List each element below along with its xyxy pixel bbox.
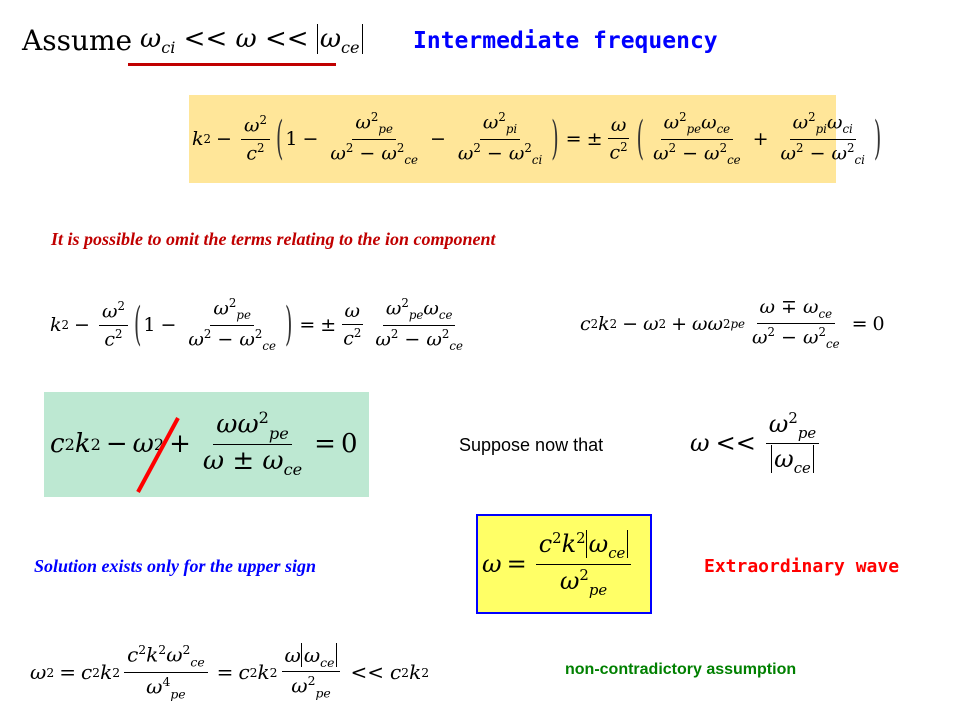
solution-note: Solution exists only for the upper sign <box>34 556 317 576</box>
extraordinary-wave-label: Extraordinary wave <box>704 556 900 577</box>
page-title: Intermediate frequency <box>413 28 718 54</box>
assumption-inequality: ωci << ω << ωce <box>140 24 363 57</box>
non-contradictory-note: non-contradictory assumption <box>565 661 797 678</box>
strike-through-mark <box>136 417 180 493</box>
assumption-underline <box>128 63 336 66</box>
simplified-equation-box <box>44 392 369 497</box>
omit-ion-note: It is possible to omit the terms relatin… <box>51 229 496 249</box>
suppose-label: Suppose now that <box>459 435 604 455</box>
assume-label: Assume <box>22 24 133 57</box>
